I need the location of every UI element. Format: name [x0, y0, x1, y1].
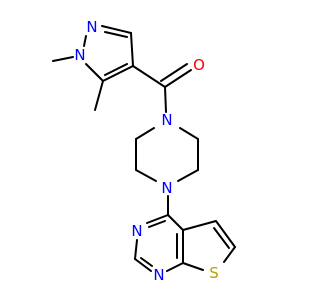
bond-c4-carbonyl — [132, 65, 166, 88]
bond-pym-c4-n3-double — [148, 220, 166, 228]
atom-n-pyrazole-2: N — [86, 18, 97, 36]
bonds — [52, 25, 236, 272]
molecule-structure-diagram: N N O N N N N S — [52, 18, 236, 284]
bond-pip-4 — [135, 169, 157, 182]
bond-pym-c2-n1-double — [140, 257, 153, 267]
bond-thio-c6-s — [223, 246, 236, 263]
bond-thio-c5-c6 — [215, 220, 236, 248]
bond-pym-n3-c2 — [134, 239, 138, 260]
bond-c5-n1 — [85, 63, 104, 82]
bond-n2-c3 — [101, 25, 132, 34]
atom-n-pyrimidine-left: N — [131, 222, 142, 240]
bond-carbonyl-o-double — [160, 63, 188, 82]
bond-c4-c5-double — [104, 63, 128, 76]
atom-o-carbonyl: O — [193, 56, 205, 74]
bond-n2-c3-double — [104, 31, 128, 38]
atom-labels: N N O N N N N S — [74, 18, 218, 284]
bond-c5-methyl — [94, 80, 104, 111]
bond-thio-c5-c6-double — [213, 227, 230, 249]
bond-n1-n2 — [83, 35, 87, 47]
bond-pym-n1-c7a — [166, 262, 184, 272]
atom-n-piperazine-bottom: N — [161, 179, 172, 197]
bond-pip-3 — [177, 169, 199, 182]
atom-s-thiophene: S — [209, 264, 219, 282]
bond-thio-s-c7a — [182, 262, 204, 271]
bond-pip-6 — [135, 127, 155, 140]
atom-n-pyrazole-1: N — [74, 46, 85, 64]
bond-c3-c4 — [130, 32, 134, 67]
bond-thio-c4a-c5 — [182, 220, 217, 231]
bond-c4-c5 — [102, 65, 134, 82]
bond-pym-c4a-c4 — [167, 214, 184, 231]
bond-pip-1 — [179, 127, 199, 140]
bond-pym-c4-n3 — [146, 214, 169, 224]
bond-pym-c2-n1 — [134, 258, 152, 272]
bond-carbonyl-n — [164, 86, 167, 113]
bond-n1-methyl — [52, 56, 74, 62]
bond-carbonyl-o — [164, 69, 192, 88]
atom-n-pyrimidine-bottom: N — [153, 266, 164, 284]
atom-n-piperazine-top: N — [161, 111, 172, 129]
